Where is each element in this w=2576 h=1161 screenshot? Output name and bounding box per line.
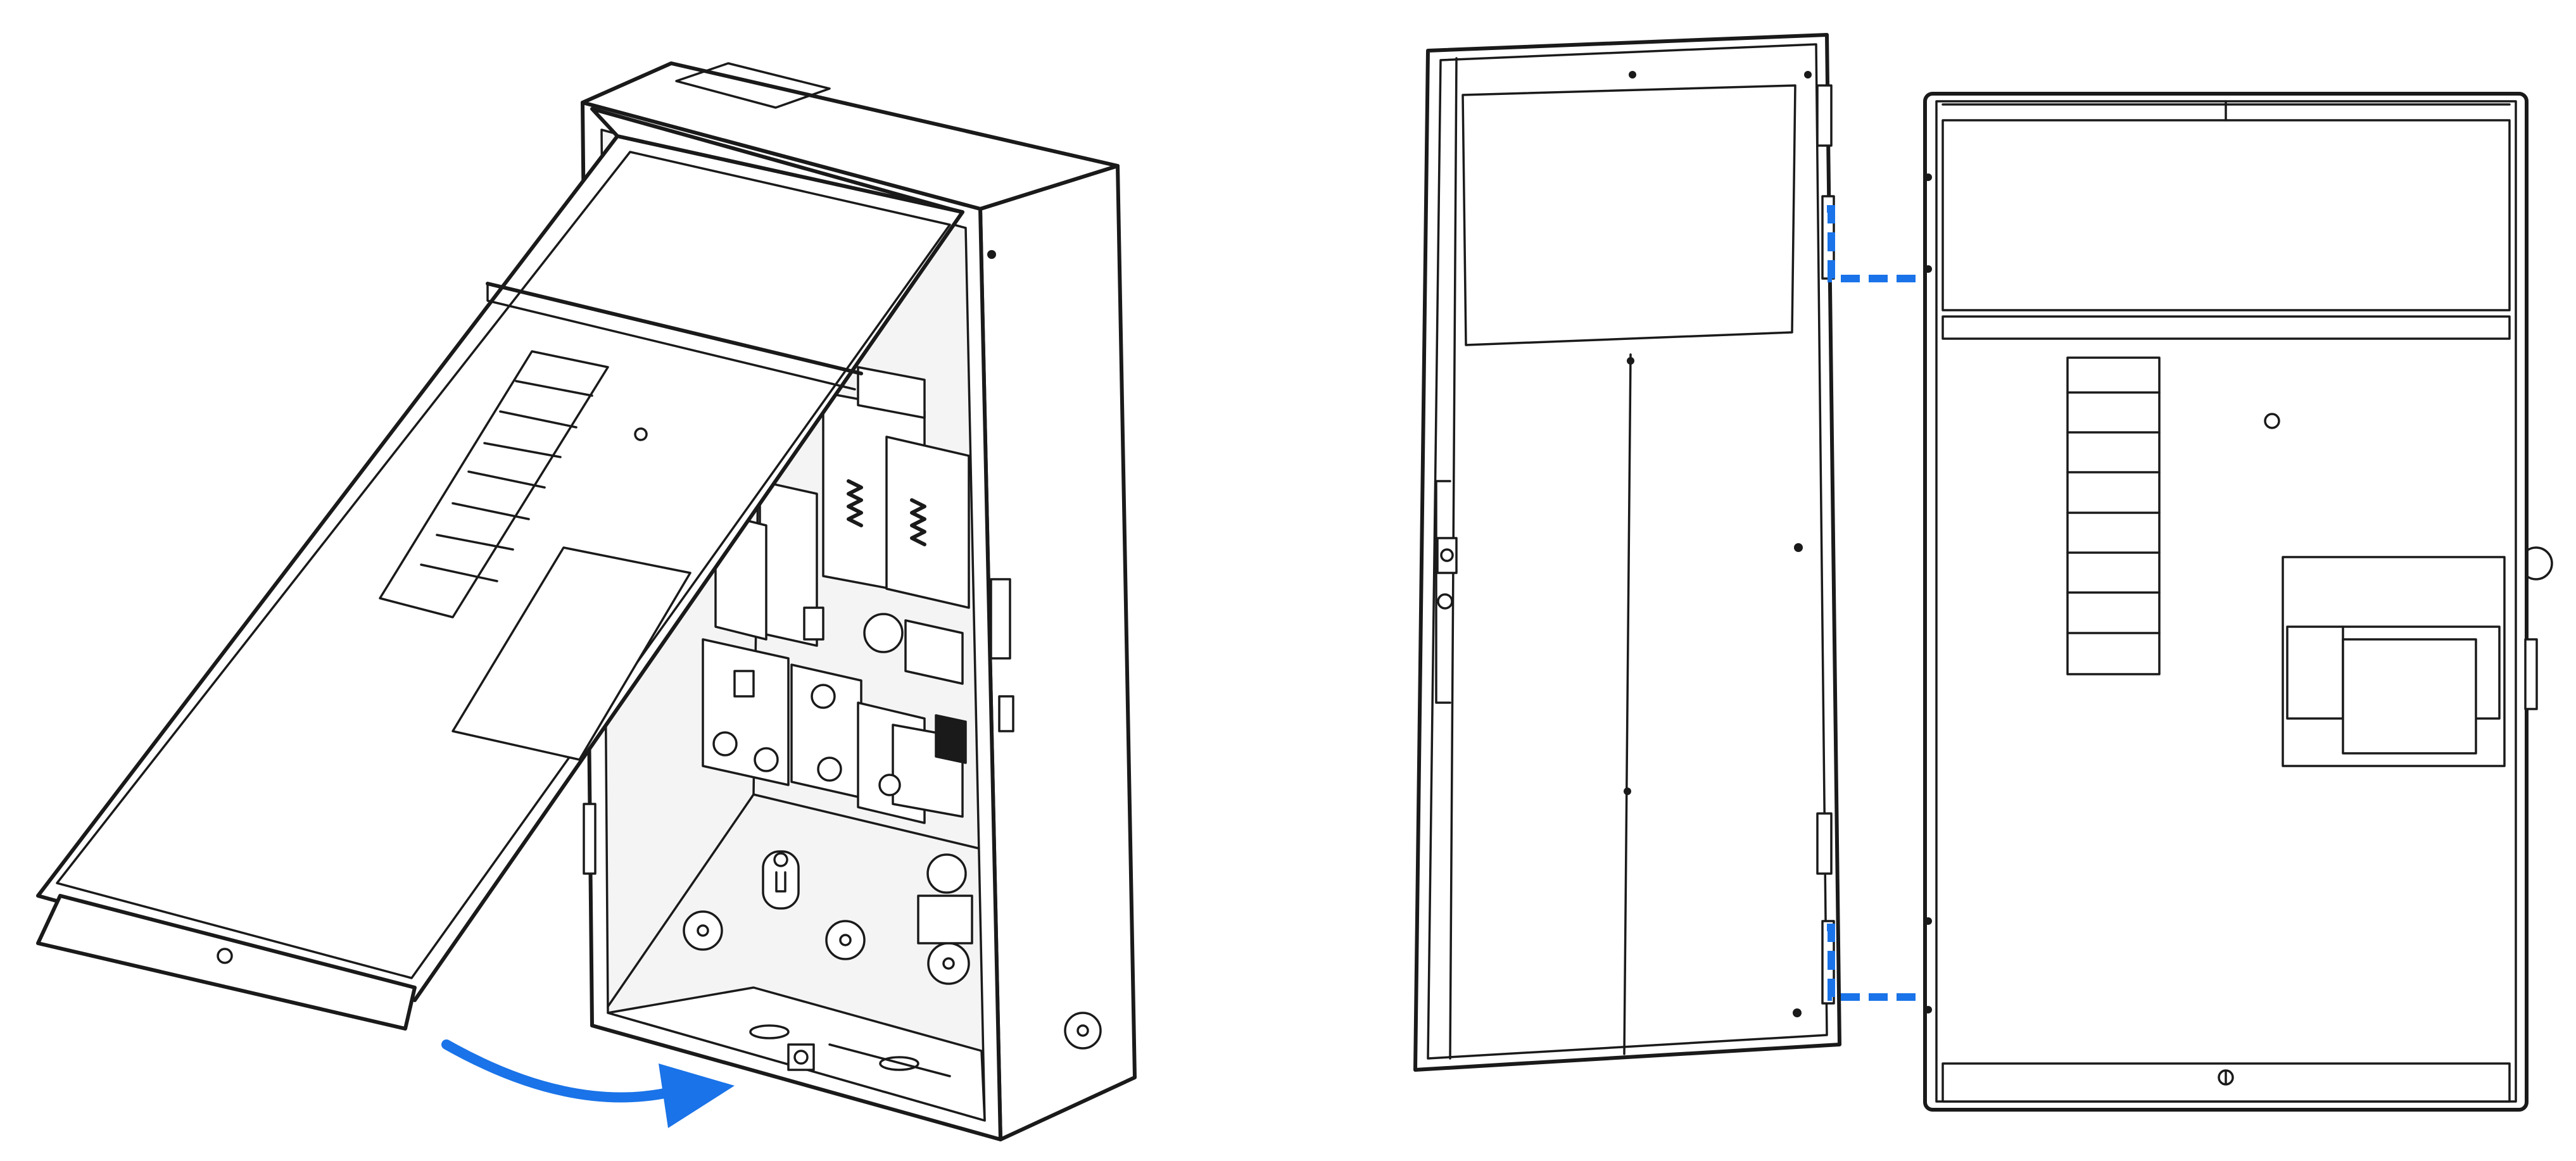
cover-centre-hole xyxy=(634,427,648,441)
enclosure-front-view xyxy=(1923,92,2553,1112)
hinge-tab-top xyxy=(1816,84,1833,147)
latch xyxy=(990,578,1011,660)
cover-fold-line xyxy=(486,282,863,375)
cover-label-window xyxy=(1462,84,1796,346)
front-cover-open xyxy=(36,107,964,1031)
enclosure-outline xyxy=(1923,92,2529,1112)
dashed-hinge-guide xyxy=(1827,205,1925,1001)
cover-screw-hole xyxy=(217,948,233,964)
breaker-module-2 xyxy=(885,436,970,609)
centre-hole xyxy=(2264,413,2280,429)
main-breaker-opening xyxy=(2282,556,2506,767)
side-knockout xyxy=(1064,1012,1102,1050)
main-breaker-window xyxy=(451,546,691,761)
label-plate xyxy=(917,894,973,944)
box-top-knockout xyxy=(675,62,831,109)
curved-arrow-icon xyxy=(441,1039,735,1128)
knockout-2 xyxy=(825,920,866,960)
hinge-tab-bottom xyxy=(1816,812,1833,875)
breaker-slot-strip xyxy=(379,350,609,618)
knockout-4 xyxy=(926,853,967,894)
top-gutter xyxy=(1941,119,2511,311)
breaker-slot-column xyxy=(2066,356,2161,675)
keyhole-slot xyxy=(762,850,800,910)
interior-components xyxy=(702,366,970,824)
knockout-3 xyxy=(927,942,970,985)
knockout-1 xyxy=(683,910,723,951)
front-cover-removed xyxy=(1413,33,1841,1072)
